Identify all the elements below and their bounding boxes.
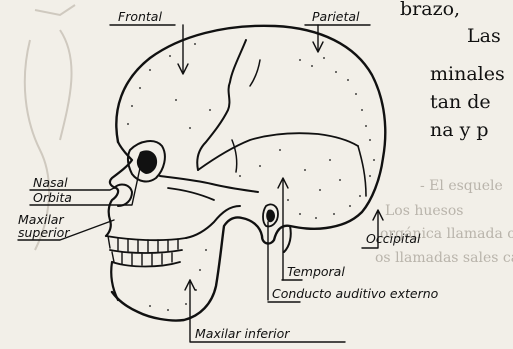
label-conducto-auditivo: Conducto auditivo externo — [272, 286, 439, 301]
label-maxilar-superior-2: superior — [18, 225, 70, 240]
label-orbita: Orbita — [33, 190, 72, 205]
lower-teeth — [112, 252, 180, 267]
text-line-5: na y p — [430, 119, 489, 141]
page-text: brazo, Las minales tan de na y p — [400, 0, 505, 141]
bleed-line-1: - El esquele — [420, 178, 503, 194]
bleed-line-4: os llamadas sales calcá — [375, 250, 513, 266]
label-occipital: Occipital — [366, 231, 421, 246]
text-line-1: brazo, — [400, 0, 460, 20]
label-parietal: Parietal — [312, 9, 360, 24]
label-maxilar-inferior: Maxilar inferior — [195, 326, 290, 341]
bleed-through-text: - El esquele Los huesos orgánica llamada… — [375, 178, 513, 266]
text-line-2: Las — [467, 25, 501, 47]
bleed-line-2: Los huesos — [385, 203, 463, 219]
labels: Frontal Parietal Nasal Orbita Maxilar su… — [18, 9, 439, 341]
text-line-4: tan de — [430, 91, 491, 113]
label-nasal: Nasal — [33, 175, 68, 190]
text-line-3: minales — [430, 63, 505, 85]
upper-teeth — [106, 236, 186, 253]
label-temporal: Temporal — [287, 264, 345, 279]
label-frontal: Frontal — [118, 9, 162, 24]
